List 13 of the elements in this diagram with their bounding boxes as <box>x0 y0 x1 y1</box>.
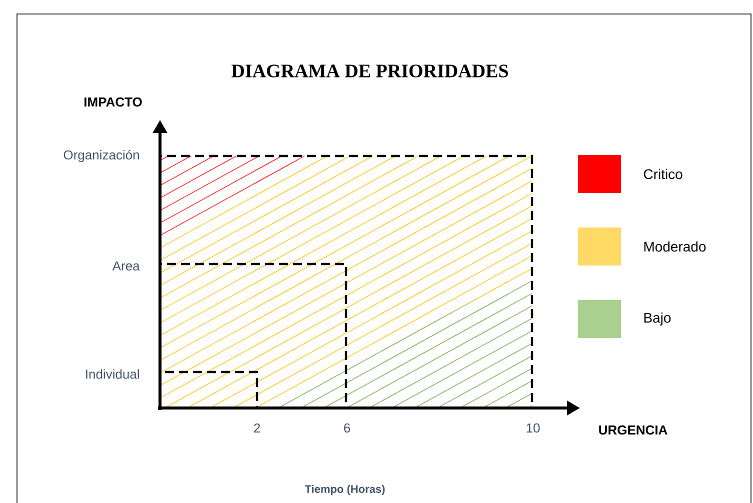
axis-title: URGENCIA <box>599 425 668 435</box>
axis-label: Organización <box>64 150 139 162</box>
axis-label: Individual <box>86 369 139 379</box>
axis-caption: Tiempo (Horas) <box>304 484 385 496</box>
tick-label: 6 <box>344 423 350 433</box>
legend-label: Moderado <box>644 241 706 252</box>
legend-label: Critico <box>644 168 682 180</box>
tick-label: 10 <box>526 423 540 433</box>
title: DIAGRAMA DE PRIORIDADES <box>232 64 508 78</box>
axis-label: Area <box>112 261 140 271</box>
tick-label: 2 <box>254 423 260 433</box>
legend-label: Bajo <box>644 312 671 326</box>
axis-title: IMPACTO <box>84 97 142 107</box>
